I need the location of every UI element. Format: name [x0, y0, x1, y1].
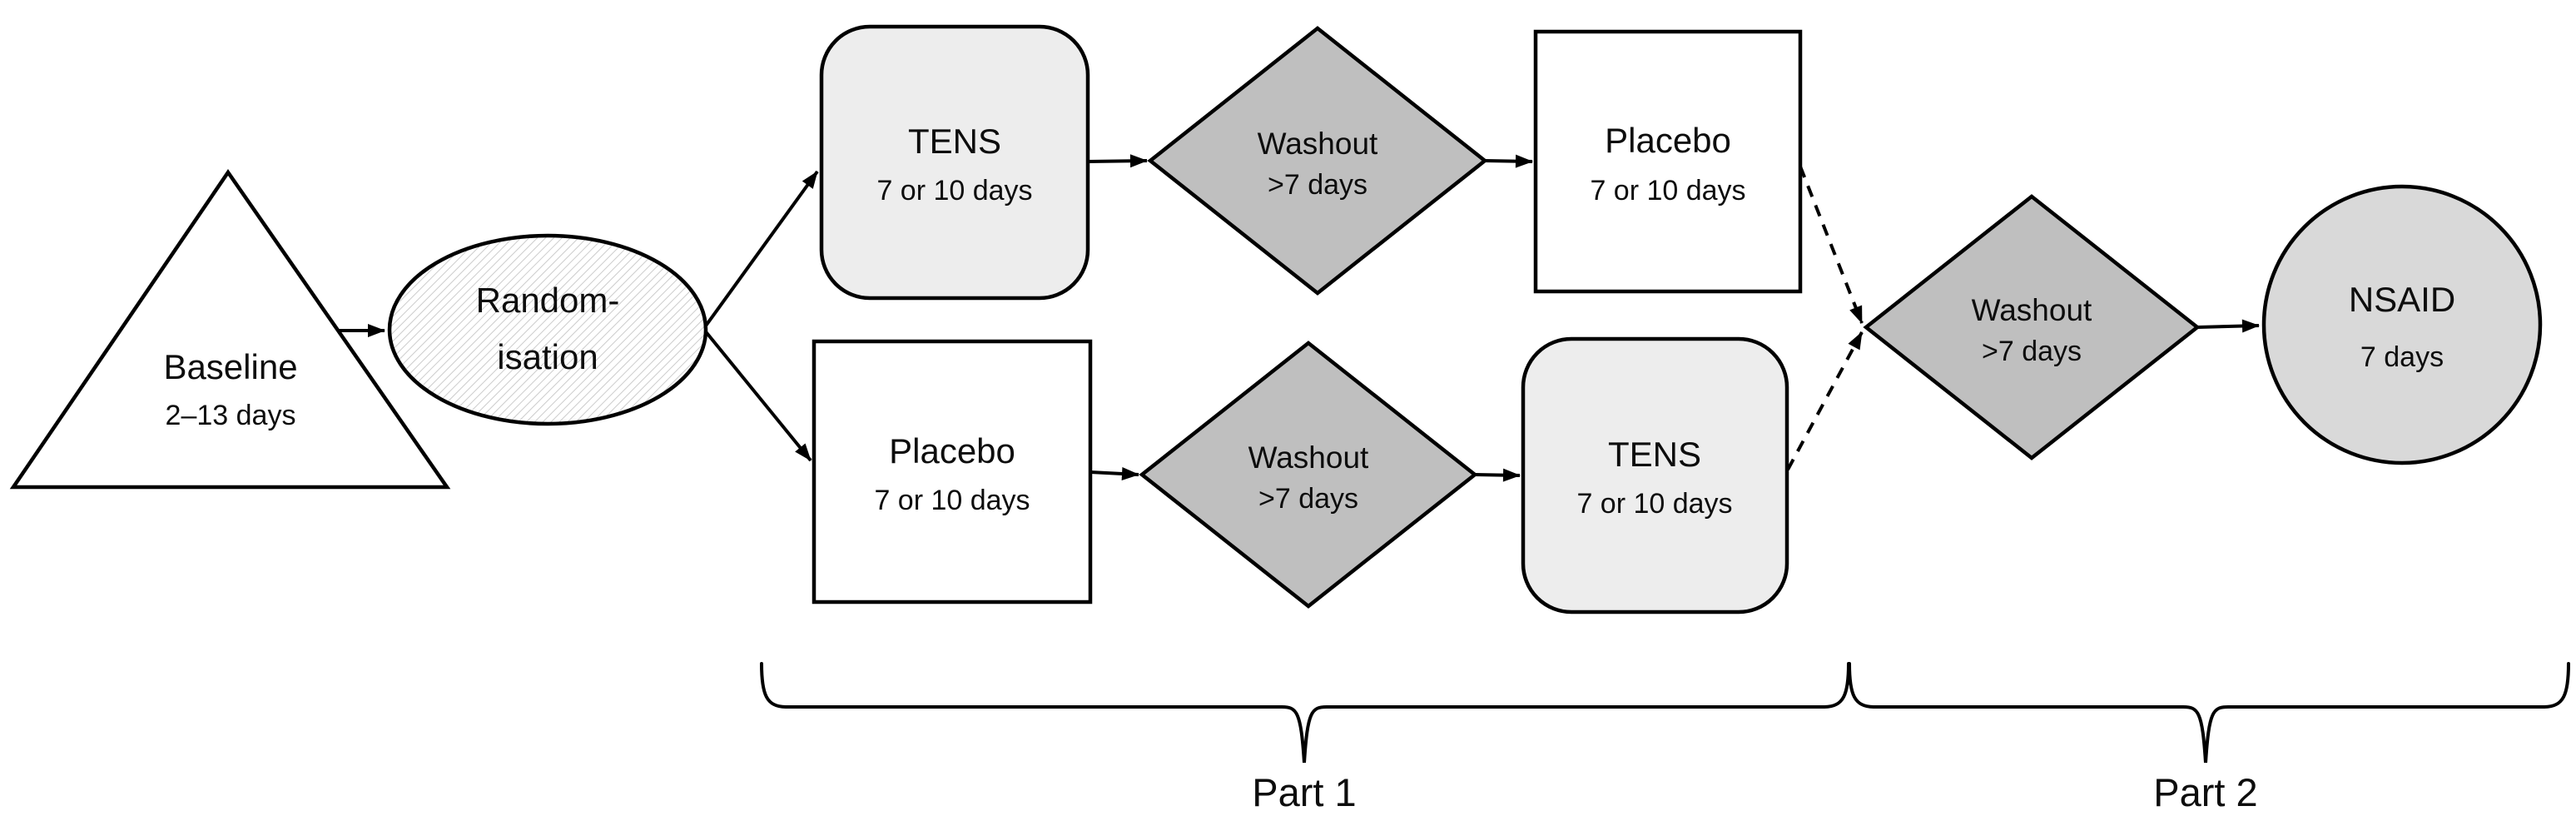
nsaid-circle [2261, 184, 2543, 465]
washout-arm1-sublabel: >7 days [1268, 169, 1367, 201]
washout-arm2-label: Washout [1248, 440, 1369, 475]
node-tens-period1: TENS 7 or 10 days [819, 24, 1090, 301]
node-washout-arm2: Washout >7 days [1139, 341, 1478, 609]
placebo-period1-label: Placebo [889, 431, 1015, 470]
arrow-washout-part2-to-nsaid [2196, 319, 2260, 333]
baseline-sublabel: 2–13 days [166, 400, 296, 431]
node-baseline: Baseline 2–13 days [9, 169, 451, 490]
placebo-period1-sublabel: 7 or 10 days [874, 485, 1030, 516]
placebo-period2-sublabel: 7 or 10 days [1590, 175, 1745, 206]
tens-period2-box [1521, 336, 1789, 615]
dashed-arrow-placebo2-to-washout-part2 [1799, 166, 1864, 324]
node-placebo-period2: Placebo 7 or 10 days [1533, 29, 1803, 294]
tens-period1-box [819, 24, 1090, 301]
placebo-period2-label: Placebo [1605, 121, 1731, 160]
tens-period1-sublabel: 7 or 10 days [876, 175, 1032, 206]
washout-arm1-label: Washout [1258, 127, 1378, 161]
washout-arm2-sublabel: >7 days [1258, 483, 1358, 515]
washout-part2-sublabel: >7 days [1982, 336, 2082, 367]
tens-period1-label: TENS [908, 122, 1001, 161]
arrow-tens1-to-washout1 [1087, 154, 1148, 168]
part1-brace [760, 662, 1850, 764]
arrow-washout1-to-placebo2 [1484, 154, 1533, 168]
arrow-randomisation-to-placebo1 [702, 328, 812, 462]
phase-braces: Part 1 Part 2 [760, 662, 2570, 814]
node-randomisation: Random- isation [387, 233, 708, 426]
part2-label: Part 2 [2153, 770, 2257, 814]
tens-period2-label: TENS [1608, 435, 1701, 474]
baseline-label: Baseline [163, 347, 297, 386]
node-washout-part2: Washout >7 days [1863, 194, 2201, 460]
washout-part2-diamond [1863, 194, 2201, 460]
placebo-period2-box [1533, 29, 1803, 294]
part1-label: Part 1 [1252, 770, 1356, 814]
randomisation-label-line1: Random- [476, 281, 620, 320]
node-nsaid: NSAID 7 days [2261, 184, 2543, 465]
tens-period2-sublabel: 7 or 10 days [1576, 488, 1732, 520]
nsaid-label: NSAID [2349, 280, 2455, 319]
node-tens-period2: TENS 7 or 10 days [1521, 336, 1789, 615]
washout-arm1-diamond [1147, 26, 1488, 296]
arrow-placebo1-to-washout2 [1089, 466, 1139, 480]
nsaid-sublabel: 7 days [2360, 341, 2444, 373]
randomisation-label-line2: isation [497, 337, 598, 376]
washout-arm2-diamond [1139, 341, 1478, 609]
dashed-arrow-tens2-to-washout-part2 [1786, 331, 1864, 470]
part2-brace [1848, 662, 2570, 764]
baseline-triangle [9, 169, 451, 490]
node-placebo-period1: Placebo 7 or 10 days [812, 339, 1093, 605]
connectors [338, 154, 2260, 482]
arrow-randomisation-to-tens1 [702, 170, 819, 330]
randomisation-ellipse [387, 233, 708, 426]
placebo-period1-box [812, 339, 1093, 605]
node-washout-arm1: Washout >7 days [1147, 26, 1488, 296]
washout-part2-label: Washout [1972, 293, 2092, 327]
